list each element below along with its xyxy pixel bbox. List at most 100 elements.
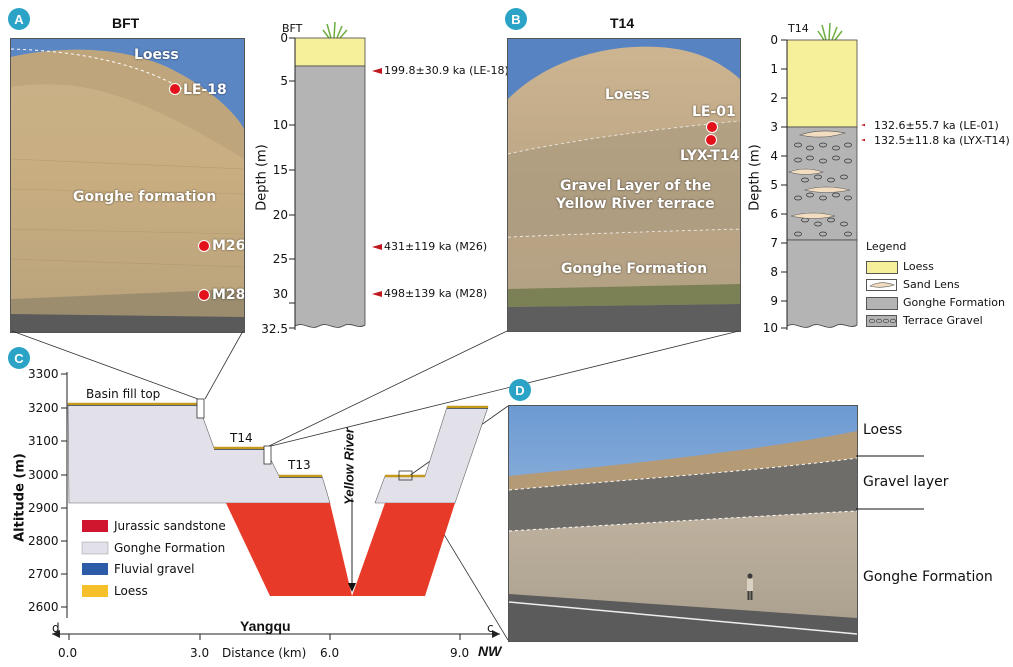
sample-m26-marker <box>198 240 210 252</box>
grass-icon <box>322 21 348 39</box>
legend-label-loess: Loess <box>903 260 934 273</box>
legend-label-profile-gonghe: Gonghe Formation <box>114 541 226 555</box>
bft-outcrop-photo: Loess LE-18 Gonghe formation M26 M28 <box>10 38 245 333</box>
bft-location-box <box>196 398 205 419</box>
sample-le01-marker <box>706 121 718 133</box>
sample-m28-marker <box>198 289 210 301</box>
t14-tick-0: 0 <box>770 33 778 47</box>
t14-tick-7: 7 <box>770 236 778 250</box>
profile-altitude-label: Altitude (m) <box>12 453 28 542</box>
bft-tick-15: 15 <box>272 163 288 177</box>
sample-le18-marker <box>169 83 181 95</box>
bft-tick-25: 25 <box>272 252 288 266</box>
t14-tick-8: 8 <box>770 265 778 279</box>
profile-corner-c: c <box>487 621 494 635</box>
t14-tick-9: 9 <box>770 294 778 308</box>
profile-nw-label: NW <box>478 643 502 659</box>
profile-distance-label: Distance (km) <box>222 646 307 660</box>
bft-column-chart <box>289 21 382 330</box>
profile-ytick-2900: 2900 <box>28 501 59 515</box>
profile-t14-label: T14 <box>230 431 253 445</box>
legend-label-fluvial: Fluvial gravel <box>114 562 195 576</box>
bft-tick-0: 0 <box>280 31 288 45</box>
bft-column-title: BFT <box>282 22 303 35</box>
profile-basin-fill-top-label: Basin fill top <box>86 387 161 401</box>
t14-terrace-gravel-layer <box>786 126 858 241</box>
bft-age-m26: 431±119 ka (M26) <box>384 240 488 253</box>
panel-a-title: BFT <box>112 15 140 31</box>
t14-tick-4: 4 <box>770 149 778 163</box>
profile-place-label: Yangqu <box>240 618 291 634</box>
legend-swatch-profile-gonghe <box>81 541 109 555</box>
profile-ytick-3100: 3100 <box>28 434 59 448</box>
profile-xtick-9: 9.0 <box>450 646 470 660</box>
profile-yellow-river-label: Yellow River <box>341 428 357 505</box>
profile-xtick-0: 0.0 <box>58 646 78 660</box>
axis-right-arrow-icon <box>492 630 500 638</box>
profile-ytick-2600: 2600 <box>28 600 59 614</box>
d-gonghe-label: Gonghe Formation <box>863 569 993 585</box>
legend-label-gonghe: Gonghe Formation <box>903 296 1005 309</box>
sample-le18-label: LE-18 <box>183 82 227 98</box>
sample-lyx-t14-marker <box>705 134 717 146</box>
bft-gonghe-label: Gonghe formation <box>73 189 217 205</box>
legend-swatch-fluvial <box>82 563 108 575</box>
t14-gonghe-label: Gonghe Formation <box>561 261 708 277</box>
t14-tick-2: 2 <box>770 91 778 105</box>
bft-tick-5: 5 <box>280 74 288 88</box>
t14-age-le01: 132.6±55.7 ka (LE-01) <box>874 119 999 132</box>
legend-label-sand-lens: Sand Lens <box>903 278 960 291</box>
d-location-box <box>398 470 413 481</box>
legend-label-profile-loess: Loess <box>114 584 148 598</box>
t14-age-lyx: 132.5±11.8 ka (LYX-T14) <box>874 134 1010 147</box>
t14-tick-1: 1 <box>770 62 778 76</box>
d-gravel-label: Gravel layer <box>863 474 949 490</box>
t14-tick-6: 6 <box>770 207 778 221</box>
legend-label-terrace-gravel: Terrace Gravel <box>903 314 983 327</box>
legend-swatch-loess <box>866 261 898 274</box>
t14-age-marker <box>861 123 865 142</box>
sample-lyx-t14-label: LYX-T14 <box>680 148 740 164</box>
legend-swatch-profile-loess <box>82 585 108 597</box>
bft-age-le18: 199.8±30.9 ka (LE-18) <box>384 64 509 77</box>
t14-gravel-label-line1: Gravel Layer of the <box>560 178 712 194</box>
legend-swatch-terrace-gravel <box>866 315 897 327</box>
legend-swatch-jurassic <box>82 520 108 532</box>
t14-tick-10: 10 <box>762 321 778 335</box>
d-outcrop-photo <box>508 405 858 642</box>
sample-m26-label: M26 <box>212 238 245 254</box>
bft-age-marker <box>372 68 382 297</box>
grass-icon <box>817 22 843 41</box>
sample-m28-label: M28 <box>212 287 245 303</box>
bft-gonghe-layer <box>294 65 366 328</box>
bft-tick-32-5: 32.5 <box>261 322 288 336</box>
person-figure <box>747 573 753 600</box>
t14-outcrop-photo: Loess LE-01 LYX-T14 Gravel Layer of the … <box>507 38 741 332</box>
panel-c-badge: C <box>8 347 30 369</box>
sample-le01-label: LE-01 <box>692 104 736 120</box>
profile-ytick-2800: 2800 <box>28 534 59 548</box>
legend-swatch-sand-lens <box>866 279 897 291</box>
legend-label-jurassic: Jurassic sandstone <box>114 519 226 533</box>
profile-ytick-3000: 3000 <box>28 468 59 482</box>
axis-left-arrow-icon <box>52 630 60 638</box>
t14-gravel-label-line2: Yellow River terrace <box>556 196 715 212</box>
profile-ytick-3300: 3300 <box>28 367 59 381</box>
bft-tick-30: 30 <box>272 287 288 301</box>
t14-loess-layer <box>786 39 858 128</box>
column-legend-title: Legend <box>866 240 907 253</box>
t14-tick-5: 5 <box>770 178 778 192</box>
bft-tick-10: 10 <box>272 118 288 132</box>
bft-age-m28: 498±139 ka (M28) <box>384 287 488 300</box>
t14-gonghe-layer <box>786 239 858 328</box>
t14-loess-label: Loess <box>605 87 650 103</box>
legend-swatch-gonghe <box>866 297 898 310</box>
t14-column-title: T14 <box>788 22 809 35</box>
bft-tick-20: 20 <box>272 208 288 222</box>
panel-b-title: T14 <box>610 15 635 31</box>
river-arrow-icon <box>348 583 356 592</box>
profile-xtick-6: 6.0 <box>320 646 340 660</box>
profile-corner-d: d <box>52 621 60 635</box>
panel-a-badge: A <box>8 8 30 30</box>
